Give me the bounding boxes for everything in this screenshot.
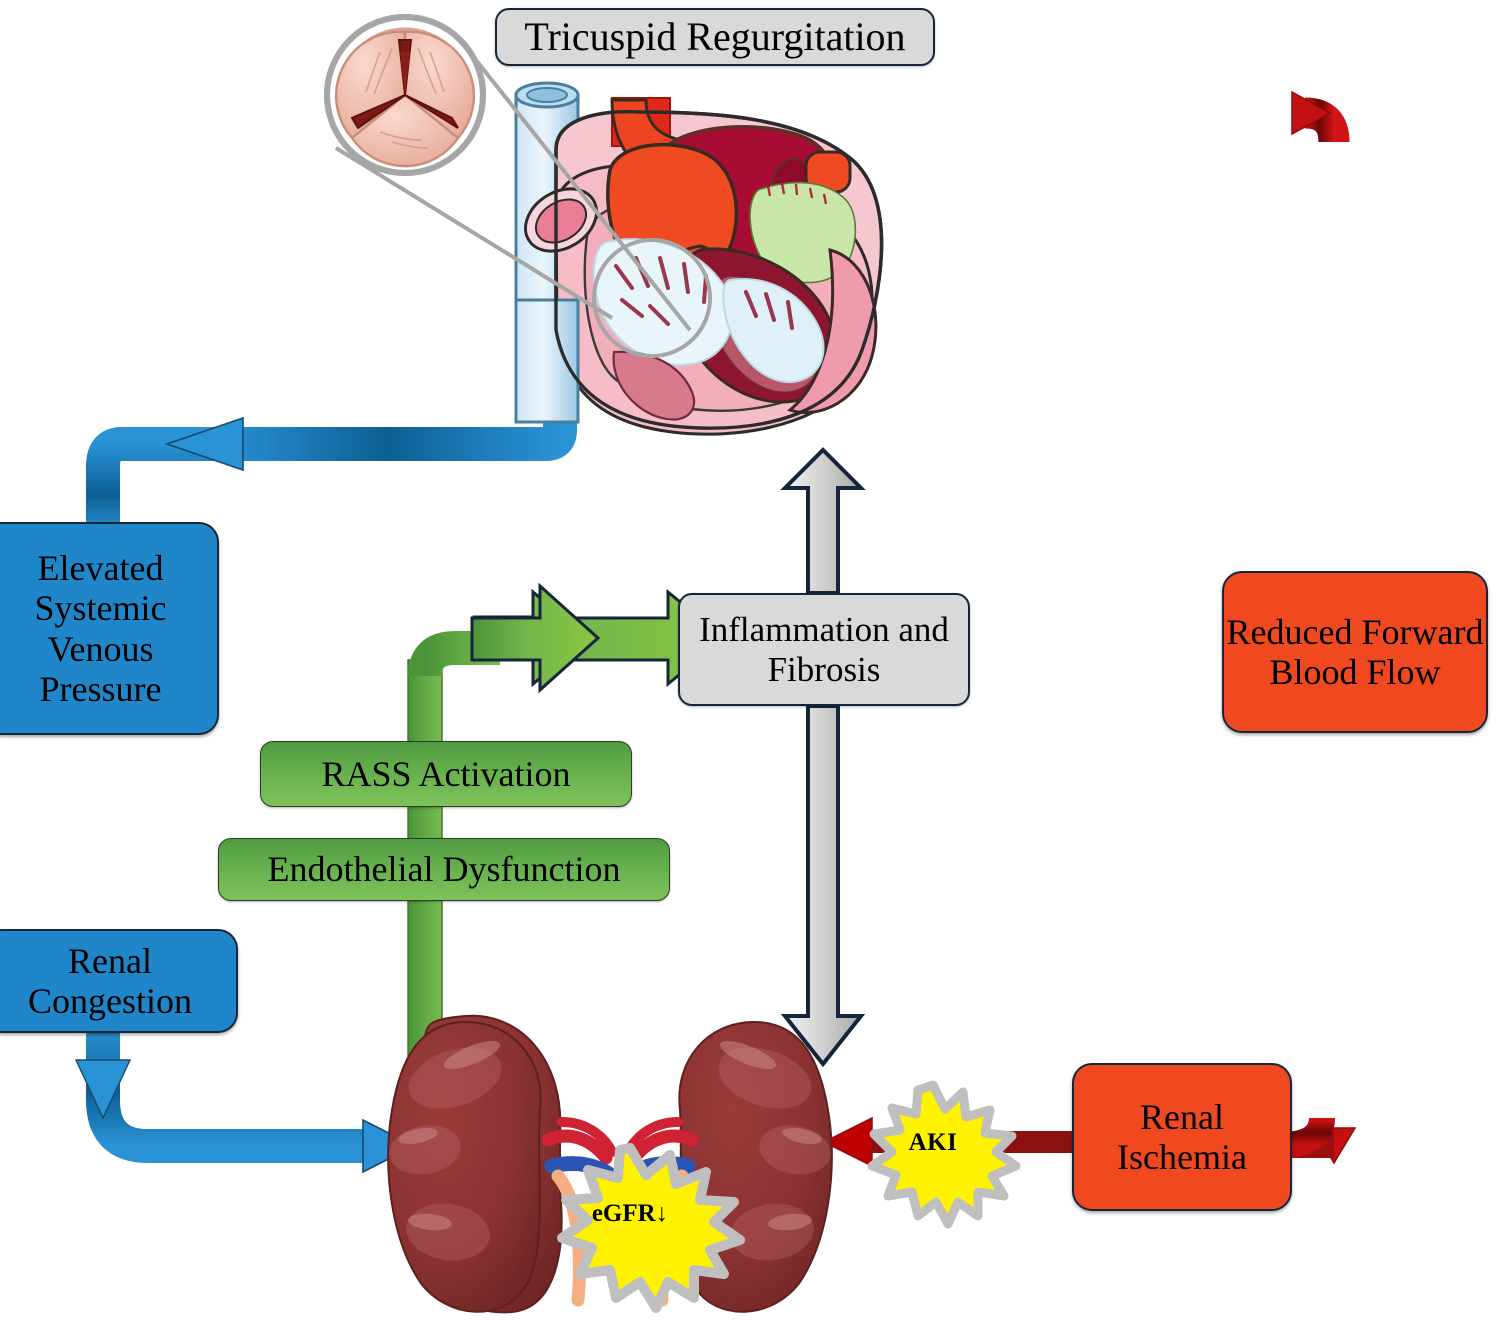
- node-label: Renal Ischemia: [1117, 1096, 1247, 1177]
- node-label: Tricuspid Regurgitation: [524, 13, 906, 59]
- node-elevated-systemic-venous-pressure[interactable]: Elevated Systemic Venous Pressure: [0, 522, 219, 735]
- arrow-inflammation-to-kidneys: [780, 704, 866, 1068]
- arrow-inflammation-to-heart: [780, 447, 866, 595]
- tricuspid-valve-inset-illustration: [324, 14, 712, 358]
- node-renal-congestion[interactable]: Renal Congestion: [0, 929, 238, 1033]
- node-inflammation-and-fibrosis[interactable]: Inflammation and Fibrosis: [678, 593, 970, 706]
- heart-cross-section-illustration: [514, 81, 884, 436]
- node-renal-ischemia[interactable]: Renal Ischemia: [1072, 1063, 1292, 1211]
- node-label: Inflammation and Fibrosis: [699, 610, 949, 689]
- inferior-vena-cava: [514, 298, 580, 424]
- left-atrium-appendage: [524, 187, 598, 253]
- node-label: Renal Congestion: [27, 940, 192, 1021]
- node-reduced-forward-blood-flow[interactable]: Reduced Forward Blood Flow: [1222, 571, 1488, 733]
- node-label: Reduced Forward Blood Flow: [1226, 611, 1484, 692]
- node-label: RASS Activation: [321, 753, 571, 794]
- node-endothelial-dysfunction[interactable]: Endothelial Dysfunction: [218, 838, 670, 901]
- egfr-starburst: [557, 1143, 745, 1313]
- node-label: Endothelial Dysfunction: [267, 849, 621, 890]
- node-tricuspid-regurgitation[interactable]: Tricuspid Regurgitation: [495, 8, 935, 66]
- node-rass-activation[interactable]: RASS Activation: [260, 741, 632, 807]
- aki-starburst: [867, 1080, 1021, 1229]
- arrow-congestion-to-kidneys: [74, 1026, 416, 1174]
- node-label: Elevated Systemic Venous Pressure: [34, 547, 167, 709]
